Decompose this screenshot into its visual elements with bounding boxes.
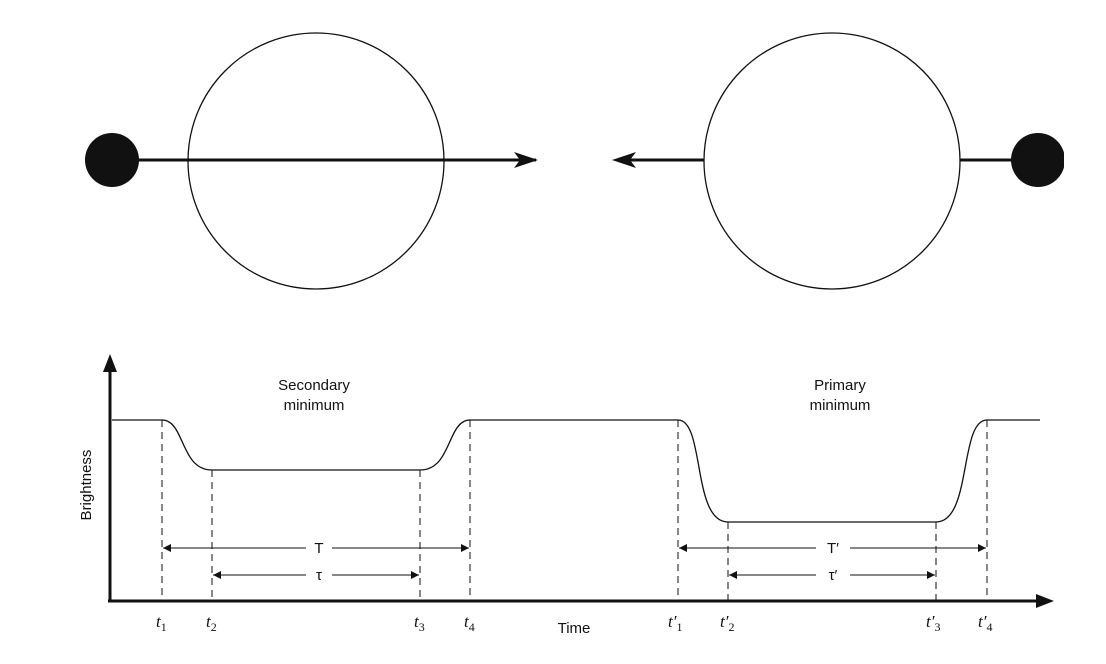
tick-tp4: t′4 [978, 612, 992, 634]
tick-t1-sub: 1 [161, 620, 167, 634]
y-axis-arrowhead [103, 354, 117, 372]
tick-t3-base: t [414, 612, 420, 631]
light-curve-axes [103, 354, 1054, 608]
right-eclipse-illustration [612, 32, 1064, 290]
tick-tp4-base: t′ [978, 612, 987, 631]
right-primary-star [703, 32, 961, 290]
left-orbit-arrowhead [514, 152, 538, 168]
tick-t2-sub: 2 [211, 620, 217, 634]
interval-tauprime-label: τ′ [829, 567, 838, 584]
tick-tp2-sub: 2 [728, 620, 734, 634]
left-secondary-star [85, 133, 139, 187]
interval-T-label: T [314, 540, 323, 557]
x-axis-label: Time [558, 620, 591, 637]
tick-t3-sub: 3 [419, 620, 425, 634]
left-eclipse-illustration [85, 32, 538, 290]
tick-t4: t4 [464, 612, 475, 634]
left-primary-star [187, 32, 445, 290]
tick-tp3-base: t′ [926, 612, 935, 631]
right-orbit-arrowhead [612, 152, 636, 168]
primary-minimum-label-line1: Primary [814, 377, 866, 394]
x-axis-arrowhead [1036, 594, 1054, 608]
contact-dashed-lines [161, 420, 988, 600]
tick-t2-base: t [206, 612, 212, 631]
tick-t1: t1 [156, 612, 167, 634]
interval-arrows [163, 544, 986, 579]
tick-t1-base: t [156, 612, 162, 631]
tick-t3: t3 [414, 612, 425, 634]
light-curve [112, 419, 1040, 523]
secondary-minimum-label-line1: Secondary [278, 377, 350, 394]
tick-tp1-base: t′ [668, 612, 677, 631]
tick-t4-sub: 4 [469, 620, 475, 634]
primary-minimum-label-line2: minimum [810, 397, 871, 414]
tick-t2: t2 [206, 612, 217, 634]
secondary-minimum-label-line2: minimum [284, 397, 345, 414]
tick-t4-base: t [464, 612, 470, 631]
tick-tp3-sub: 3 [934, 620, 940, 634]
y-axis-label: Brightness [78, 450, 95, 521]
tick-tp4-sub: 4 [986, 620, 992, 634]
tick-tp3: t′3 [926, 612, 940, 634]
tick-tp1-sub: 1 [676, 620, 682, 634]
tick-tp2: t′2 [720, 612, 734, 634]
tick-tp1: t′1 [668, 612, 682, 634]
interval-Tprime-label: T′ [827, 540, 839, 557]
interval-tau-label: τ [316, 567, 322, 584]
right-secondary-star [1011, 133, 1064, 187]
tick-tp2-base: t′ [720, 612, 729, 631]
